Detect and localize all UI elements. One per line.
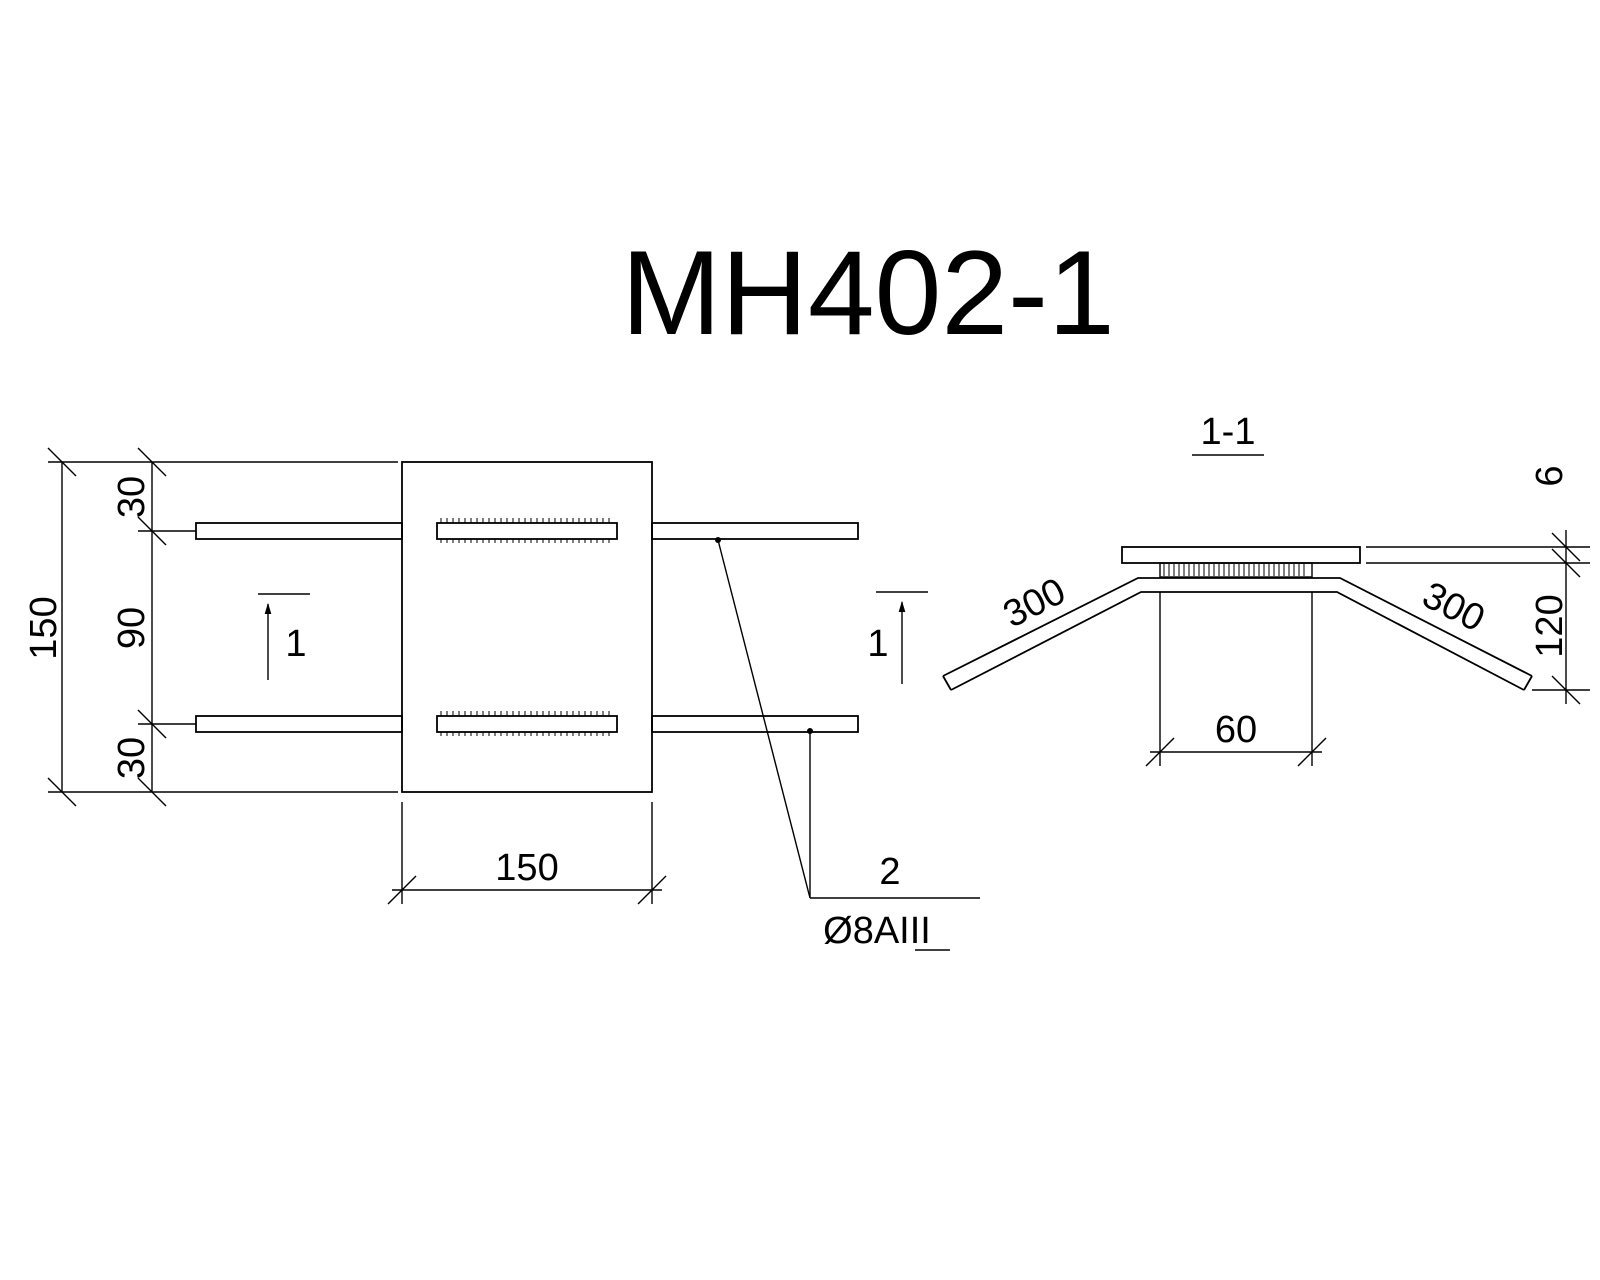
dim-bottom-offset: 30 bbox=[111, 737, 153, 779]
drawing-title: MH402-1 bbox=[621, 226, 1115, 360]
anchor-bar-bottom-right bbox=[651, 715, 859, 733]
dimension-lines-left bbox=[47, 447, 398, 807]
section-plate bbox=[1121, 546, 1361, 564]
weld-symbol-ticks bbox=[440, 518, 610, 736]
bent-bar-inner bbox=[950, 591, 1525, 691]
dim-top-offset: 30 bbox=[111, 476, 153, 518]
section-title: 1-1 bbox=[1201, 411, 1256, 453]
section-mark-right-label: 1 bbox=[867, 623, 888, 665]
anchor-bar-bottom-left bbox=[195, 715, 403, 733]
section-mark-left bbox=[258, 593, 310, 680]
callout-rebar-spec: Ø8AIII bbox=[823, 910, 931, 952]
dim-overall-height: 150 bbox=[23, 596, 65, 659]
rebar-callout bbox=[715, 537, 980, 951]
plan-view: 150 30 90 30 150 1 1 bbox=[23, 447, 928, 905]
embedded-plate bbox=[401, 461, 653, 793]
dim-weld-length: 60 bbox=[1215, 709, 1257, 751]
anchor-bar-top-welded bbox=[436, 522, 618, 540]
section-weld-hatch bbox=[1163, 564, 1305, 576]
dim-bar-length-left: 300 bbox=[997, 570, 1073, 636]
section-mark-right bbox=[876, 591, 928, 684]
section-view bbox=[942, 530, 1590, 767]
section-mark-left-label: 1 bbox=[285, 623, 306, 665]
callout-position-number: 2 bbox=[879, 851, 900, 893]
anchor-bar-top-right bbox=[651, 522, 859, 540]
dim-section-height: 120 bbox=[1529, 594, 1571, 657]
anchor-bar-top-left bbox=[195, 522, 403, 540]
dim-middle-spacing: 90 bbox=[111, 607, 153, 649]
dim-plate-width: 150 bbox=[495, 847, 558, 889]
dim-plate-thickness: 6 bbox=[1529, 465, 1571, 486]
section-weld bbox=[1159, 562, 1313, 578]
anchor-bar-bottom-welded bbox=[436, 715, 618, 733]
dimension-line-bottom bbox=[387, 802, 667, 905]
bent-bar-outer bbox=[942, 577, 1533, 677]
dim-bar-length-right: 300 bbox=[1416, 574, 1492, 640]
